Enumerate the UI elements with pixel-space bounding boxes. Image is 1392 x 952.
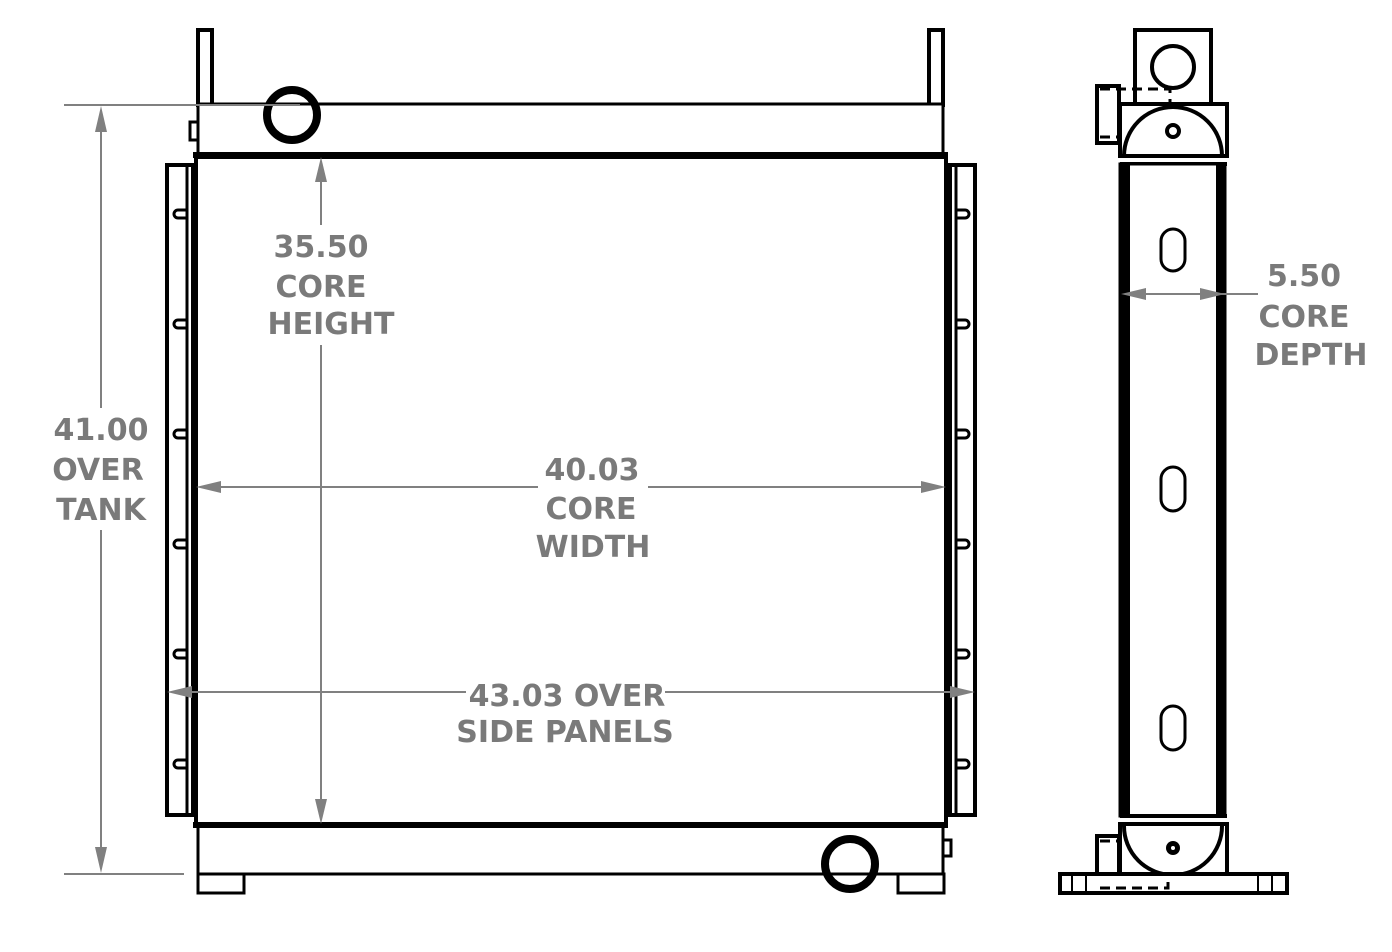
label-core-width: 40.03 CORE WIDTH <box>536 453 651 565</box>
top-fitting-block <box>1133 28 1213 106</box>
slot-icon <box>1159 227 1187 273</box>
bottom-tank-tab <box>941 838 953 858</box>
right-top-bracket <box>927 28 945 107</box>
core-height-line2: HEIGHT <box>268 307 395 342</box>
slot-icon <box>1159 465 1187 513</box>
right-foot <box>896 872 946 895</box>
dimension-core-depth <box>1121 288 1258 300</box>
core-depth-line2: DEPTH <box>1255 338 1368 373</box>
core-height-value: 35.50 <box>274 230 369 265</box>
label-core-depth: 5.50 CORE DEPTH <box>1255 259 1368 373</box>
right-side-panel <box>948 163 977 817</box>
core-width-line2: WIDTH <box>536 530 651 565</box>
inlet-port-icon <box>263 86 321 144</box>
side-panels-line1: 43.03 OVER <box>469 679 666 714</box>
side-panels-line2: SIDE PANELS <box>456 715 673 750</box>
outlet-port-icon <box>821 835 879 893</box>
dimension-core-height <box>315 157 327 824</box>
dimension-over-tank <box>64 104 300 875</box>
top-fitting-port-icon <box>1150 44 1196 90</box>
top-tank-tab <box>188 120 200 142</box>
core-depth-value: 5.50 <box>1267 259 1341 294</box>
slot-icon <box>1159 704 1187 752</box>
side-core <box>1118 162 1227 818</box>
side-view <box>1058 28 1289 895</box>
dimension-core-width <box>196 481 946 493</box>
left-foot <box>196 872 246 895</box>
bottom-tank <box>196 823 945 876</box>
over-tank-line2: TANK <box>56 493 147 528</box>
dimension-over-side-panels <box>167 686 975 698</box>
core-height-line1: CORE <box>275 270 366 305</box>
top-drain-plug-icon <box>1165 123 1181 139</box>
side-base-plate <box>1058 872 1289 895</box>
over-tank-value: 41.00 <box>54 413 149 448</box>
label-over-tank: 41.00 OVER TANK <box>52 413 148 528</box>
core-width-line1: CORE <box>545 492 636 527</box>
over-tank-line1: OVER <box>52 453 144 488</box>
label-core-height: 35.50 CORE HEIGHT <box>268 230 395 342</box>
label-over-side-panels: 43.03 OVER SIDE PANELS <box>456 679 673 750</box>
core-depth-line1: CORE <box>1258 300 1349 335</box>
left-top-bracket <box>196 28 214 107</box>
left-side-panel <box>165 163 195 817</box>
core-width-value: 40.03 <box>545 453 640 488</box>
